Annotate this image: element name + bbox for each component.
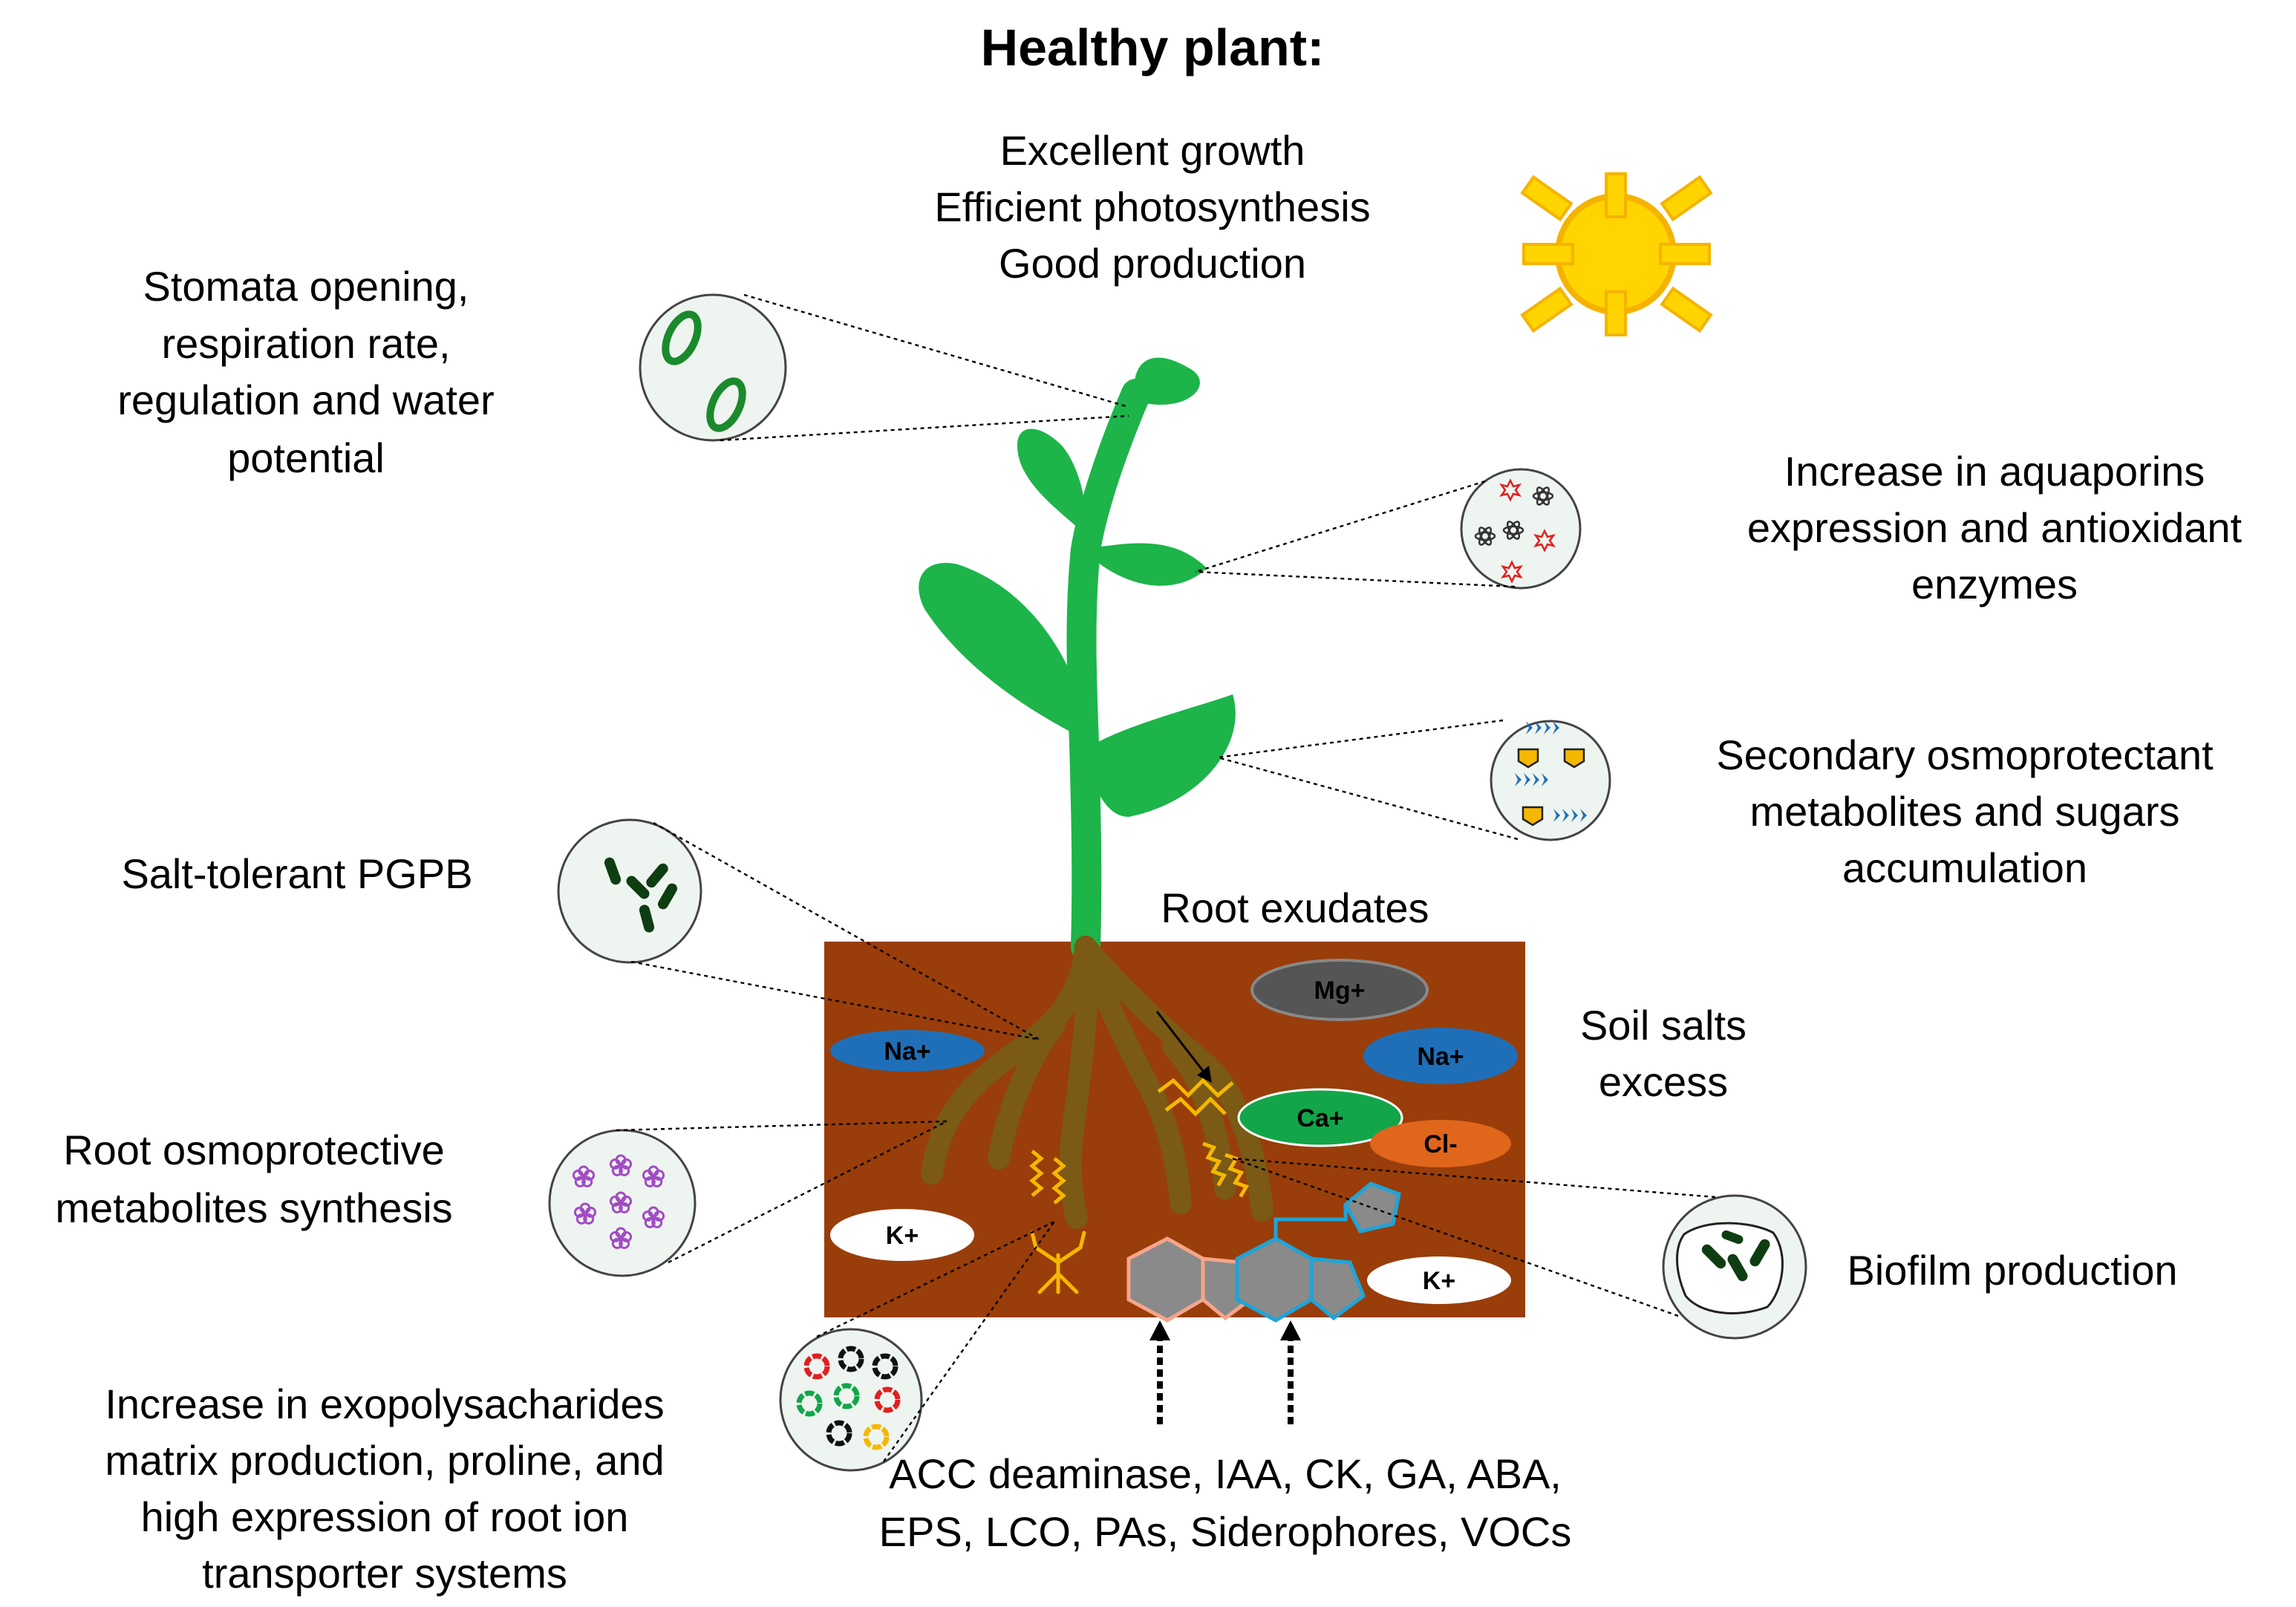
annotation-stomata: Stomata opening, respiration rate, regul… (117, 263, 494, 481)
plant-leaf (919, 563, 1092, 743)
annotation-line: Root exudates (1161, 884, 1429, 931)
annotation-line: metabolites and sugars (1749, 788, 2179, 835)
annotation-line: transporter systems (202, 1550, 567, 1597)
top-effect-line: Good production (999, 240, 1306, 287)
annotation-soil-salts: Soil salts excess (1580, 1002, 1747, 1105)
annotation-line: Increase in aquaporins (1784, 448, 2205, 495)
plant-leaf (1017, 428, 1086, 535)
ion-ca: Ca+ (1237, 1088, 1403, 1147)
plant-stem (1066, 379, 1151, 962)
annotation-line: respiration rate, (161, 320, 450, 367)
plant-leaf (1086, 694, 1236, 817)
plant-leaf (1083, 543, 1207, 586)
annotation-line: excess (1599, 1058, 1728, 1105)
ion-k-left: K+ (830, 1209, 974, 1261)
plant-leaf (1134, 357, 1200, 405)
annotation-line: high expression of root ion (141, 1493, 629, 1540)
roots (921, 936, 1273, 1229)
annotation-line: matrix production, proline, and (105, 1437, 664, 1484)
ion-ca-label: Ca+ (1297, 1104, 1343, 1132)
annotation-exopoly: Increase in exopolysacharides matrix pro… (105, 1381, 664, 1597)
zoom-circle-root-osmo (548, 1129, 697, 1277)
zoom-circle-aquaporins (1460, 468, 1582, 590)
ion-k-right: K+ (1367, 1256, 1511, 1304)
ion-na-left: Na+ (830, 1030, 985, 1072)
annotation-line: Soil salts (1580, 1002, 1747, 1049)
annotation-line: Salt-tolerant PGPB (121, 850, 472, 897)
zoom-circle-pgpb (557, 818, 702, 964)
arrow-up-icon (1280, 1320, 1301, 1424)
guide-lines (616, 293, 1716, 1462)
annotation-line: Stomata opening, (143, 263, 469, 310)
ion-cl: Cl- (1370, 1120, 1511, 1167)
annotation-osmoprotectant: Secondary osmoprotectant metabolites and… (1716, 731, 2214, 891)
annotation-aquaporins: Increase in aquaporins expression and an… (1747, 448, 2243, 607)
zoom-circle-osmoprotectant (1490, 720, 1611, 841)
arrow-up-icon (1149, 1320, 1170, 1424)
ion-cl-label: Cl- (1423, 1130, 1457, 1158)
annotation-root-osmo: Root osmoprotective metabolites synthesi… (55, 1127, 452, 1231)
annotation-line: Secondary osmoprotectant (1716, 731, 2214, 778)
annotation-line: Biofilm production (1847, 1247, 2177, 1294)
zoom-circle-biofilm (1662, 1194, 1807, 1340)
annotation-line: expression and antioxidant (1747, 504, 2243, 551)
root-exudates-marks (1030, 1078, 1249, 1294)
sun-icon (1520, 172, 1713, 336)
annotation-line: accumulation (1842, 844, 2087, 891)
zoom-circle-stomata (639, 293, 787, 442)
ion-na-right-label: Na+ (1417, 1043, 1464, 1071)
ion-k-left-label: K+ (886, 1222, 919, 1250)
annotation-line: enzymes (1911, 561, 2078, 607)
ion-k-right-label: K+ (1423, 1267, 1455, 1295)
annotation-line: Root osmoprotective (63, 1127, 445, 1173)
annotation-line: regulation and water (117, 377, 494, 423)
top-effects: Excellent growth Efficient photosynthesi… (934, 127, 1370, 287)
top-effect-line: Excellent growth (1000, 127, 1305, 174)
arrow-down-icon (1155, 1011, 1212, 1083)
annotation-line: ACC deaminase, IAA, CK, GA, ABA, (889, 1450, 1562, 1497)
annotation-line: Increase in exopolysacharides (105, 1381, 664, 1427)
zoom-circle-exopoly (779, 1328, 923, 1472)
annotation-root-exudates: Root exudates (1161, 884, 1429, 931)
molecule-icon (1235, 1181, 1401, 1323)
annotation-line: potential (227, 434, 385, 481)
annotation-pgpb: Salt-tolerant PGPB (121, 850, 472, 897)
ion-mg-label: Mg+ (1314, 977, 1366, 1005)
diagram-title: Healthy plant: (981, 19, 1325, 76)
plant (919, 357, 1236, 962)
ion-na-left-label: Na+ (884, 1037, 930, 1066)
top-effect-line: Efficient photosynthesis (934, 183, 1370, 230)
annotation-line: EPS, LCO, PAs, Siderophores, VOCs (879, 1508, 1572, 1555)
ion-mg: Mg+ (1250, 959, 1429, 1021)
annotation-biofilm: Biofilm production (1847, 1247, 2177, 1294)
annotation-line: metabolites synthesis (55, 1184, 452, 1231)
annotation-compounds: ACC deaminase, IAA, CK, GA, ABA, EPS, LC… (879, 1450, 1572, 1555)
ion-na-right: Na+ (1363, 1028, 1518, 1084)
